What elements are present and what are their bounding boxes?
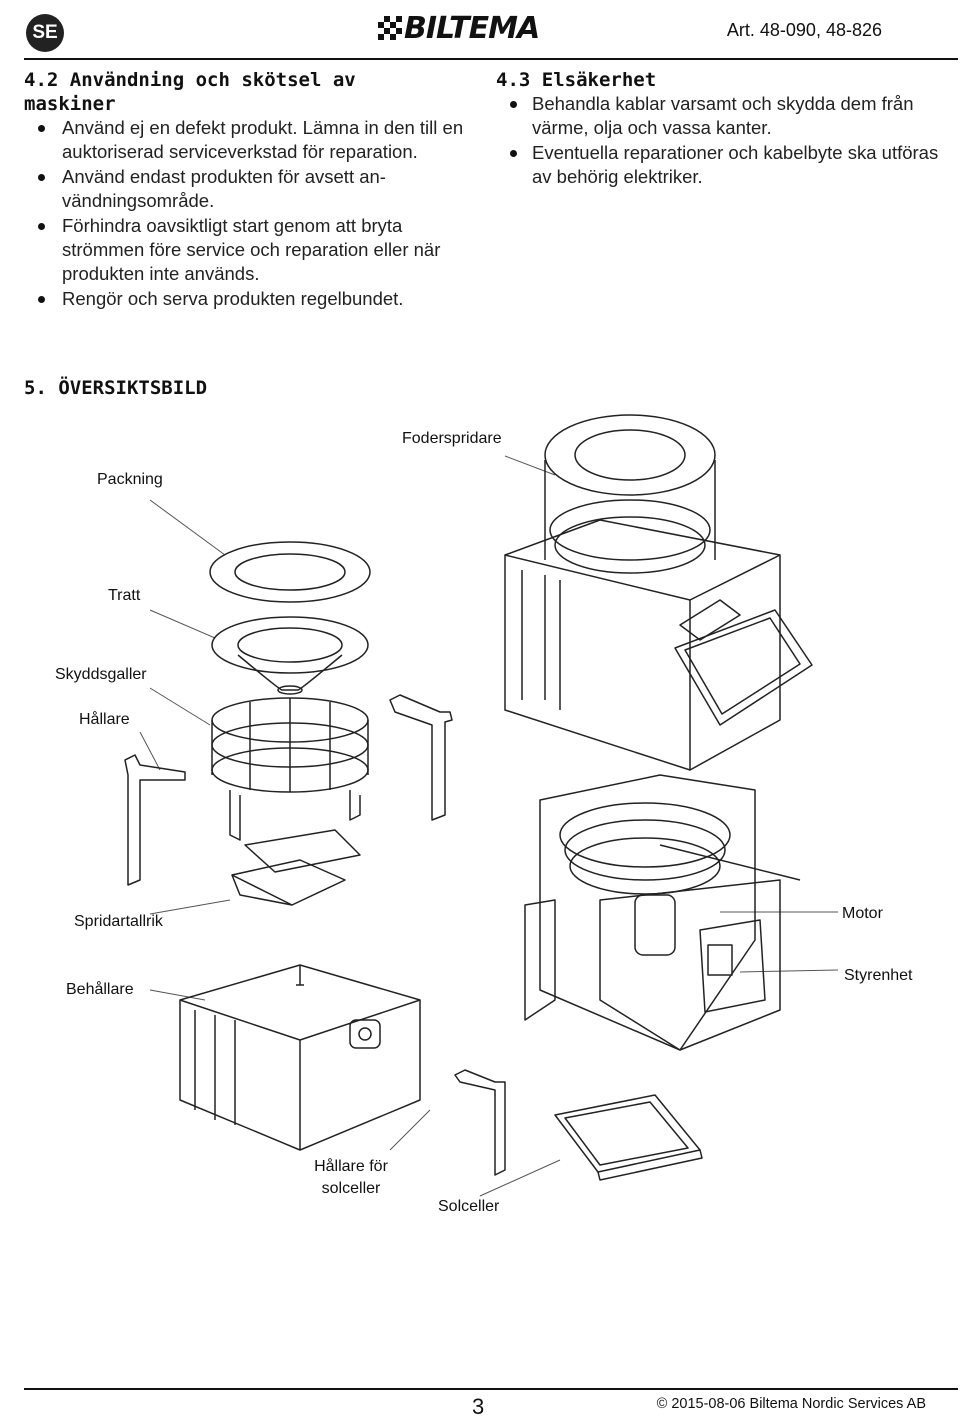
container-drawing xyxy=(179,964,421,1151)
label-hallare-for-solceller: Hållare för solceller xyxy=(314,1158,388,1197)
label-motor: Motor xyxy=(842,905,883,922)
open-spreader-drawing xyxy=(524,774,801,1051)
label-behallare: Behållare xyxy=(66,981,134,998)
label-tratt: Tratt xyxy=(108,587,141,604)
biltema-logo-checker-icon xyxy=(378,16,402,40)
leader-lines xyxy=(139,455,839,1197)
gasket-drawing xyxy=(209,541,371,603)
spreader-plate-drawing xyxy=(231,829,361,906)
label-spridartallrik: Spridartallrik xyxy=(74,913,163,930)
label-styrenhet: Styrenhet xyxy=(844,967,913,984)
solar-holder-drawing xyxy=(454,1069,506,1176)
bracket-left-drawing xyxy=(124,754,186,886)
copyright: © 2015-08-06 Biltema Nordic Services AB xyxy=(656,1396,926,1412)
header-divider xyxy=(24,58,958,60)
article-number: Art. 48-090, 48-826 xyxy=(726,20,882,40)
label-foderspridare: Foderspridare xyxy=(402,430,502,447)
section-4-3: 4.3 Elsäkerhet Behandla kablar varsamt o… xyxy=(496,68,938,190)
section-4-3-title: 4.3 Elsäkerhet xyxy=(496,69,657,91)
list-item: Behandla kablar varsamt och skydda dem f… xyxy=(496,92,952,141)
label-solceller: Solceller xyxy=(438,1198,500,1215)
language-badge: SE xyxy=(26,14,64,52)
section-5-title: 5. ÖVERSIKTSBILD xyxy=(24,377,208,399)
footer-divider xyxy=(24,1388,958,1390)
section-5: 5. ÖVERSIKTSBILD xyxy=(24,376,207,400)
list-item: Använd ej en defekt produkt. Lämna in de… xyxy=(24,116,464,165)
list-item: Rengör och serva produkten regelbundet. xyxy=(24,287,464,311)
page-number: 3 xyxy=(472,1394,485,1419)
list-item: Eventuella reparationer och kabelbyte sk… xyxy=(496,141,952,190)
section-4-2: 4.2 Användning och skötsel av maskiner A… xyxy=(24,68,464,311)
label-skyddsgaller: Skyddsgaller xyxy=(55,666,147,683)
solar-panel-drawing xyxy=(554,1094,703,1181)
label-hallare: Hållare xyxy=(79,711,130,728)
bracket-right-drawing xyxy=(389,694,453,821)
section-4-2-title: 4.2 Användning och skötsel av maskiner xyxy=(24,69,356,115)
label-packning: Packning xyxy=(97,471,163,488)
guard-grille-drawing xyxy=(211,697,369,841)
section-4-2-list: Använd ej en defekt produkt. Lämna in de… xyxy=(24,116,464,311)
funnel-drawing xyxy=(211,616,369,695)
brand-logo: BILTEMA xyxy=(404,11,540,46)
list-item: Använd endast produkten för avsett an-vä… xyxy=(24,165,434,214)
section-4-3-list: Behandla kablar varsamt och skydda dem f… xyxy=(496,92,938,190)
list-item: Förhindra oavsiktligt start genom att br… xyxy=(24,214,464,287)
assembled-spreader-drawing xyxy=(504,414,813,771)
